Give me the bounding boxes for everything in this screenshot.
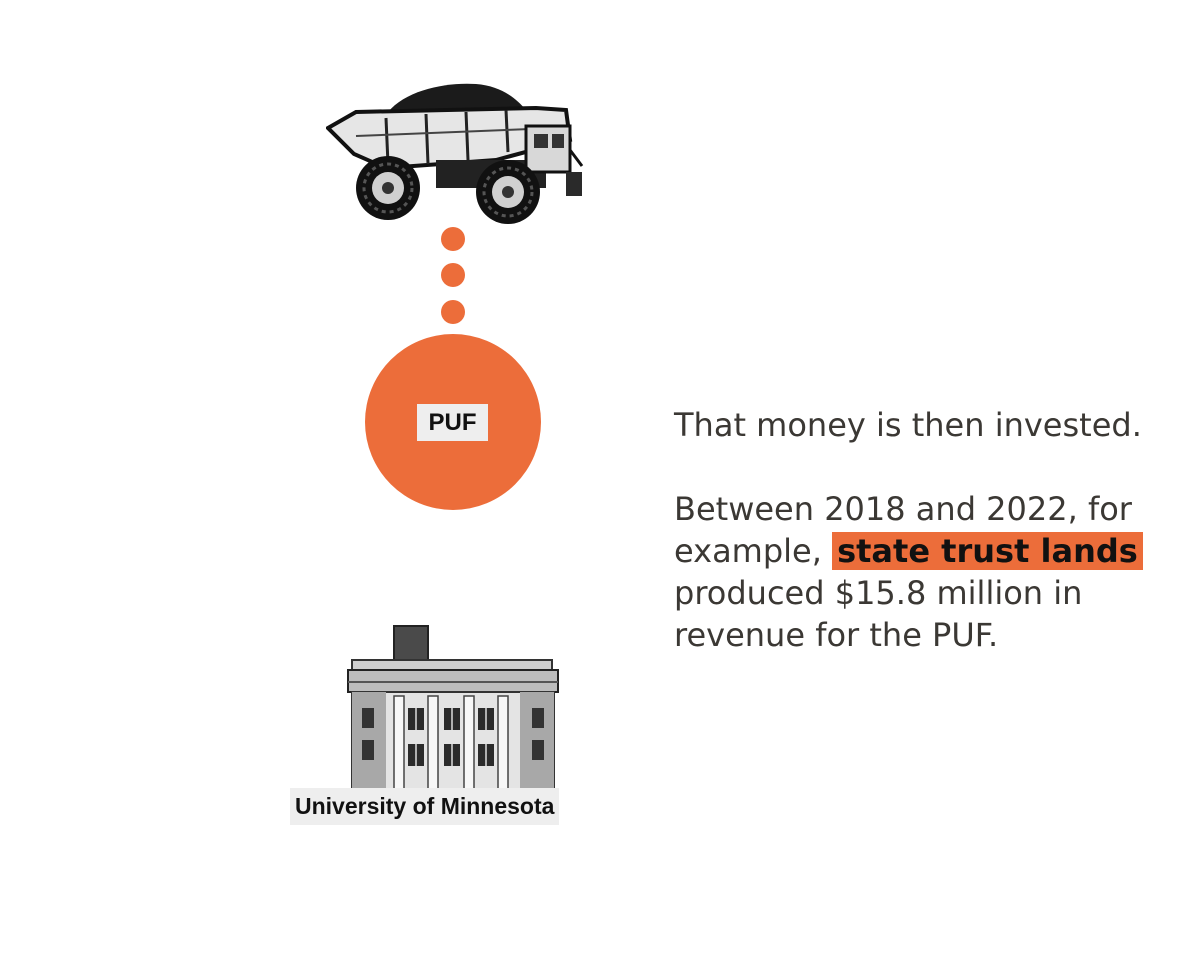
- body-text: Between 2018 and 2022, for example, stat…: [674, 488, 1184, 656]
- university-label: University of Minnesota: [290, 788, 560, 825]
- body-line: revenue for the PUF.: [674, 616, 999, 654]
- truck-load: [388, 83, 526, 112]
- highlight-state-trust-lands: state trust lands: [832, 532, 1143, 570]
- building-column: [427, 695, 439, 790]
- connector-dot: [441, 263, 465, 287]
- university-building-icon: [347, 625, 559, 790]
- body-line: Between 2018 and 2022, for: [674, 490, 1132, 528]
- connector-dot: [441, 300, 465, 324]
- body-line: example,: [674, 532, 822, 570]
- narrative-text: That money is then invested. Between 201…: [674, 404, 1184, 656]
- building-column: [497, 695, 509, 790]
- puf-label: PUF: [417, 404, 488, 441]
- connector-dot: [441, 227, 465, 251]
- building-column: [393, 695, 405, 790]
- building-column: [463, 695, 475, 790]
- intro-text: That money is then invested.: [674, 406, 1142, 444]
- mining-truck-icon: [326, 83, 584, 224]
- body-line: produced $15.8 million in: [674, 574, 1083, 612]
- truck-cab: [524, 124, 572, 174]
